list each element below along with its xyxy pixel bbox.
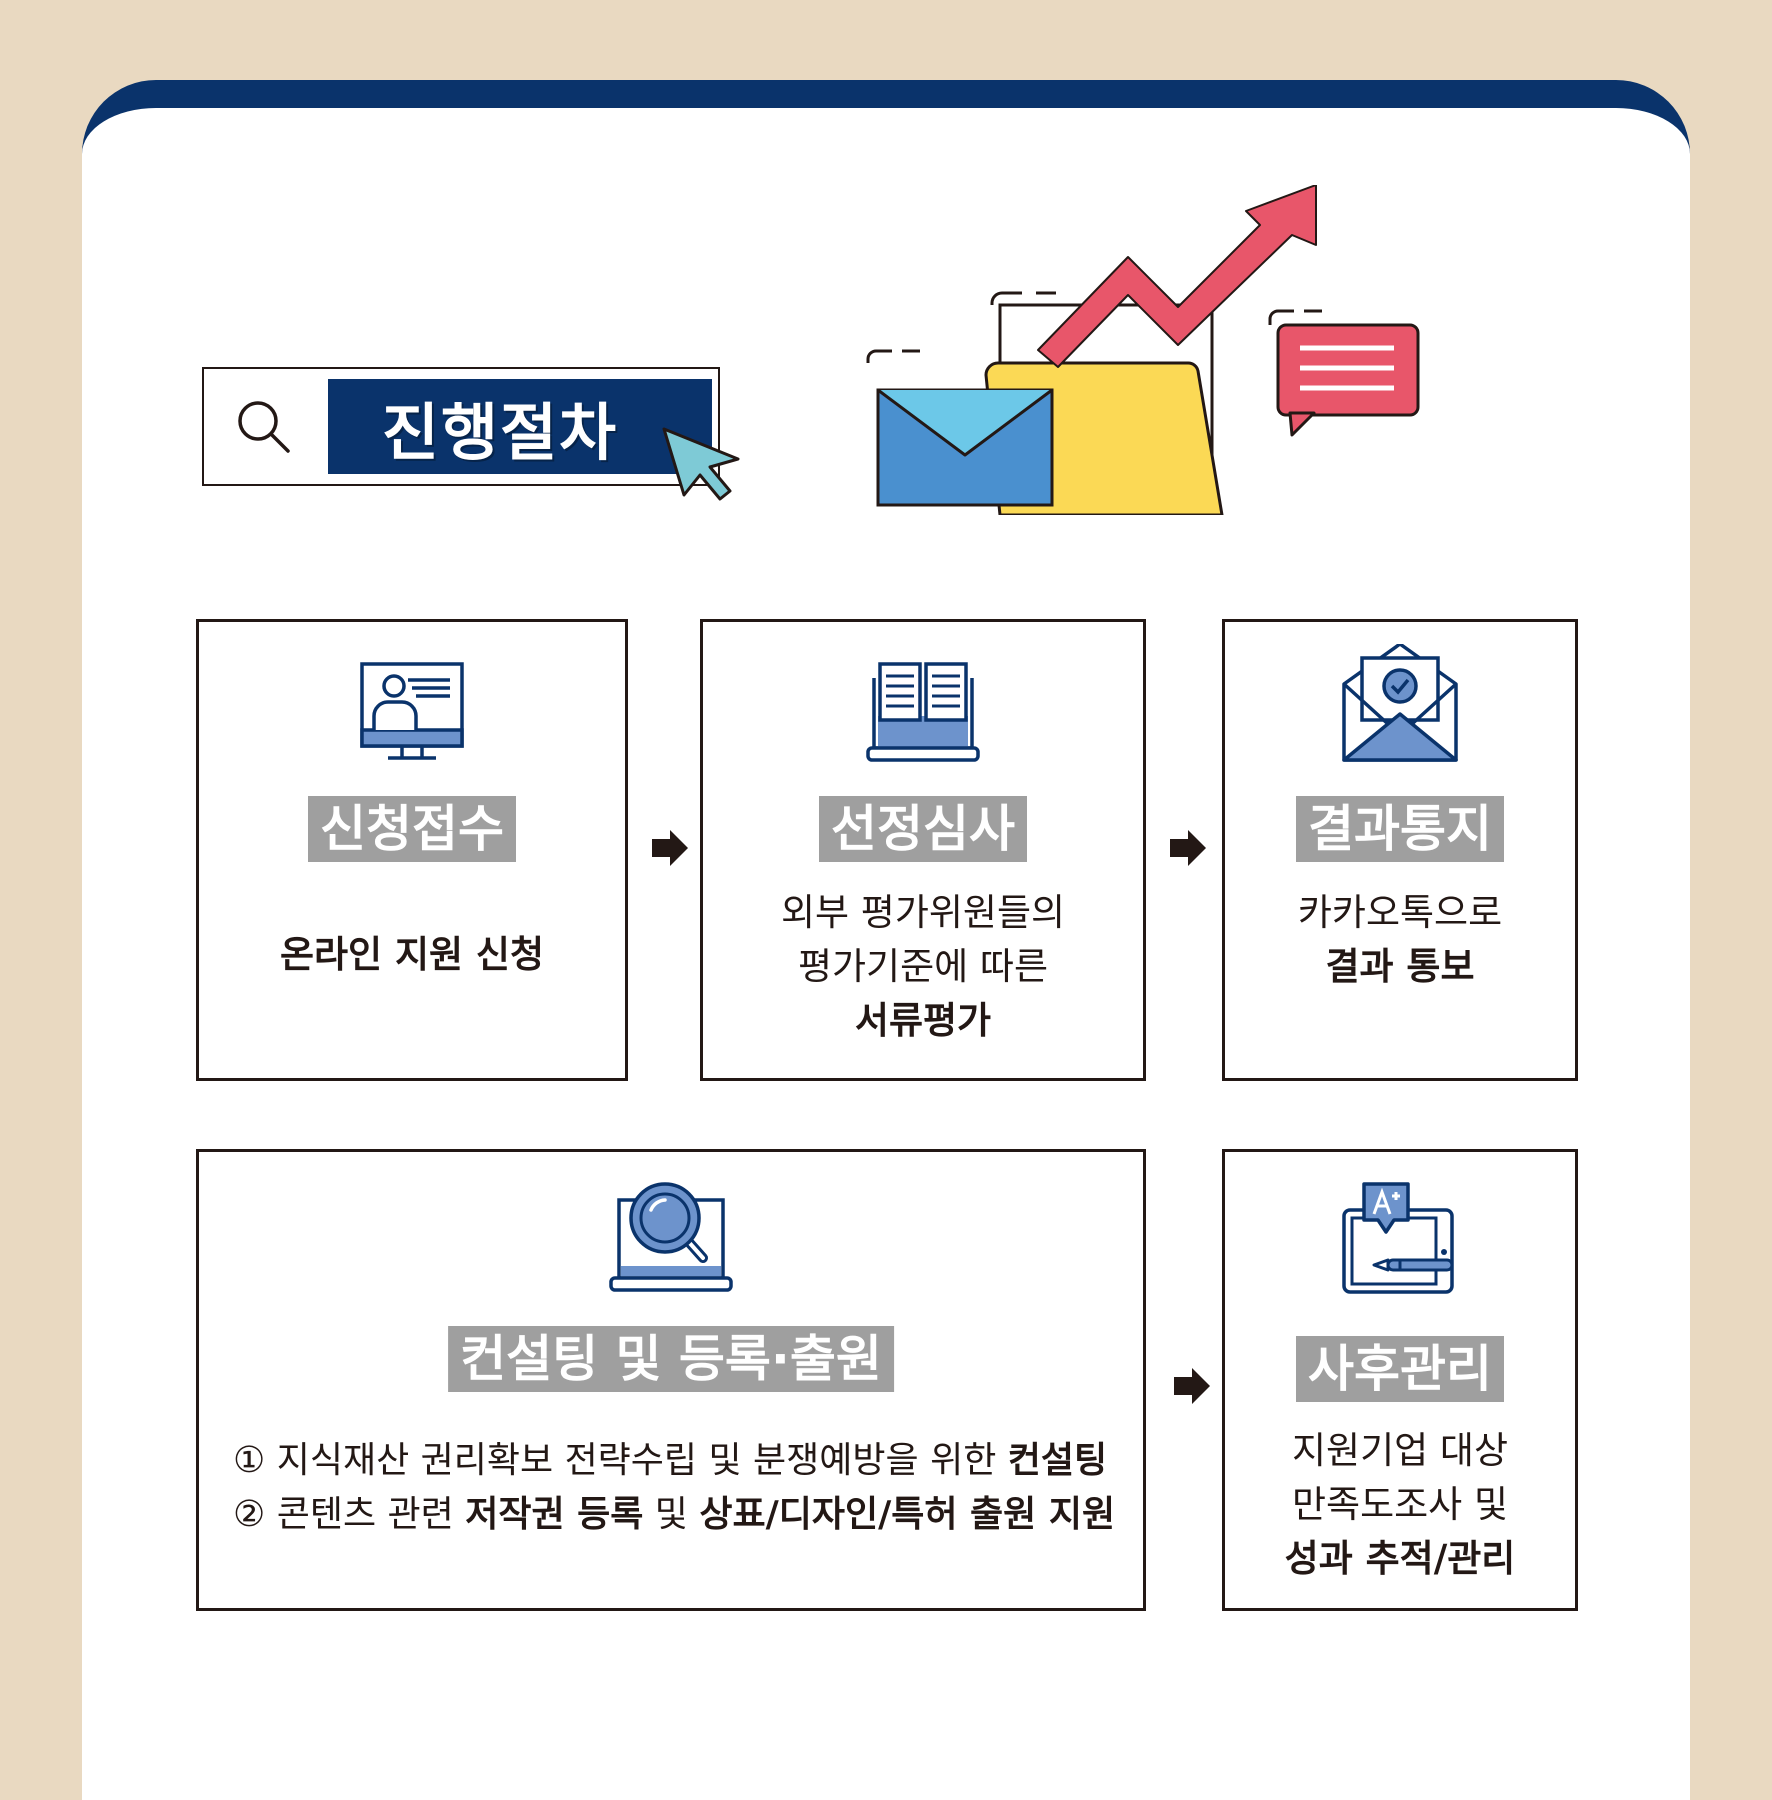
desc-line: 지원기업 대상: [1291, 1429, 1508, 1472]
arrow-right-icon: [652, 830, 688, 866]
desc-line: 결과 통보: [1325, 945, 1475, 988]
online-monitor-icon: [360, 662, 464, 760]
step-title: 결과통지: [1296, 796, 1504, 862]
item-bold: 상표/디자인/특허 출원 지원: [699, 1494, 1116, 1535]
item-text: ② 콘텐츠 관련: [233, 1494, 466, 1535]
step-application: 신청접수 온라인 지원 신청: [196, 619, 628, 1081]
desc-line: 서류평가: [854, 999, 992, 1042]
item-text: 및: [643, 1494, 700, 1535]
envelope-check-icon: [1342, 644, 1458, 762]
page-title: 진행절차: [328, 379, 712, 474]
item-bold: 저작권 등록: [465, 1494, 644, 1535]
desc-list-item: ① 지식재산 권리확보 전략수립 및 분쟁예방을 위한 컨설팅: [233, 1434, 1133, 1488]
hero-illustration: [866, 185, 1420, 515]
step-title: 컨설팅 및 등록·출원: [448, 1326, 894, 1392]
arrow-right-icon: [1174, 1368, 1210, 1404]
step-review: 선정심사 외부 평가위원들의 평가기준에 따른 서류평가: [700, 619, 1146, 1081]
laptop-magnifier-icon: [609, 1182, 733, 1292]
item-text: ① 지식재산 권리확보 전략수립 및 분쟁예방을 위한: [233, 1440, 1008, 1481]
step-followup: 사후관리 지원기업 대상 만족도조사 및 성과 추적/관리: [1222, 1149, 1578, 1611]
desc-line: 만족도조사 및: [1291, 1483, 1508, 1526]
cursor-icon: [662, 427, 740, 501]
step-title: 사후관리: [1296, 1336, 1504, 1402]
step-consulting: 컨설팅 및 등록·출원 ① 지식재산 권리확보 전략수립 및 분쟁예방을 위한 …: [196, 1149, 1146, 1611]
desc-line: 온라인 지원 신청: [279, 933, 545, 976]
desc-list-item: ② 콘텐츠 관련 저작권 등록 및 상표/디자인/특허 출원 지원: [233, 1488, 1133, 1542]
item-bold: 컨설팅: [1007, 1440, 1108, 1481]
step-description: 카카오톡으로 결과 통보: [1225, 886, 1575, 994]
step-description: ① 지식재산 권리확보 전략수립 및 분쟁예방을 위한 컨설팅 ② 콘텐츠 관련…: [233, 1434, 1133, 1542]
step-description: 온라인 지원 신청: [199, 928, 625, 982]
arrow-right-icon: [1170, 830, 1206, 866]
step-result: 결과통지 카카오톡으로 결과 통보: [1222, 619, 1578, 1081]
tablet-grade-icon: [1342, 1182, 1454, 1294]
step-description: 지원기업 대상 만족도조사 및 성과 추적/관리: [1225, 1424, 1575, 1586]
desc-line: 평가기준에 따른: [797, 945, 1049, 988]
desc-line: 성과 추적/관리: [1284, 1537, 1516, 1580]
open-book-icon: [866, 662, 980, 762]
step-title: 신청접수: [308, 796, 516, 862]
desc-line: 카카오톡으로: [1297, 891, 1503, 934]
search-icon: [238, 401, 290, 453]
desc-line: 외부 평가위원들의: [780, 891, 1066, 934]
step-title: 선정심사: [819, 796, 1027, 862]
search-bar: 진행절차: [202, 367, 720, 486]
step-description: 외부 평가위원들의 평가기준에 따른 서류평가: [703, 886, 1143, 1048]
